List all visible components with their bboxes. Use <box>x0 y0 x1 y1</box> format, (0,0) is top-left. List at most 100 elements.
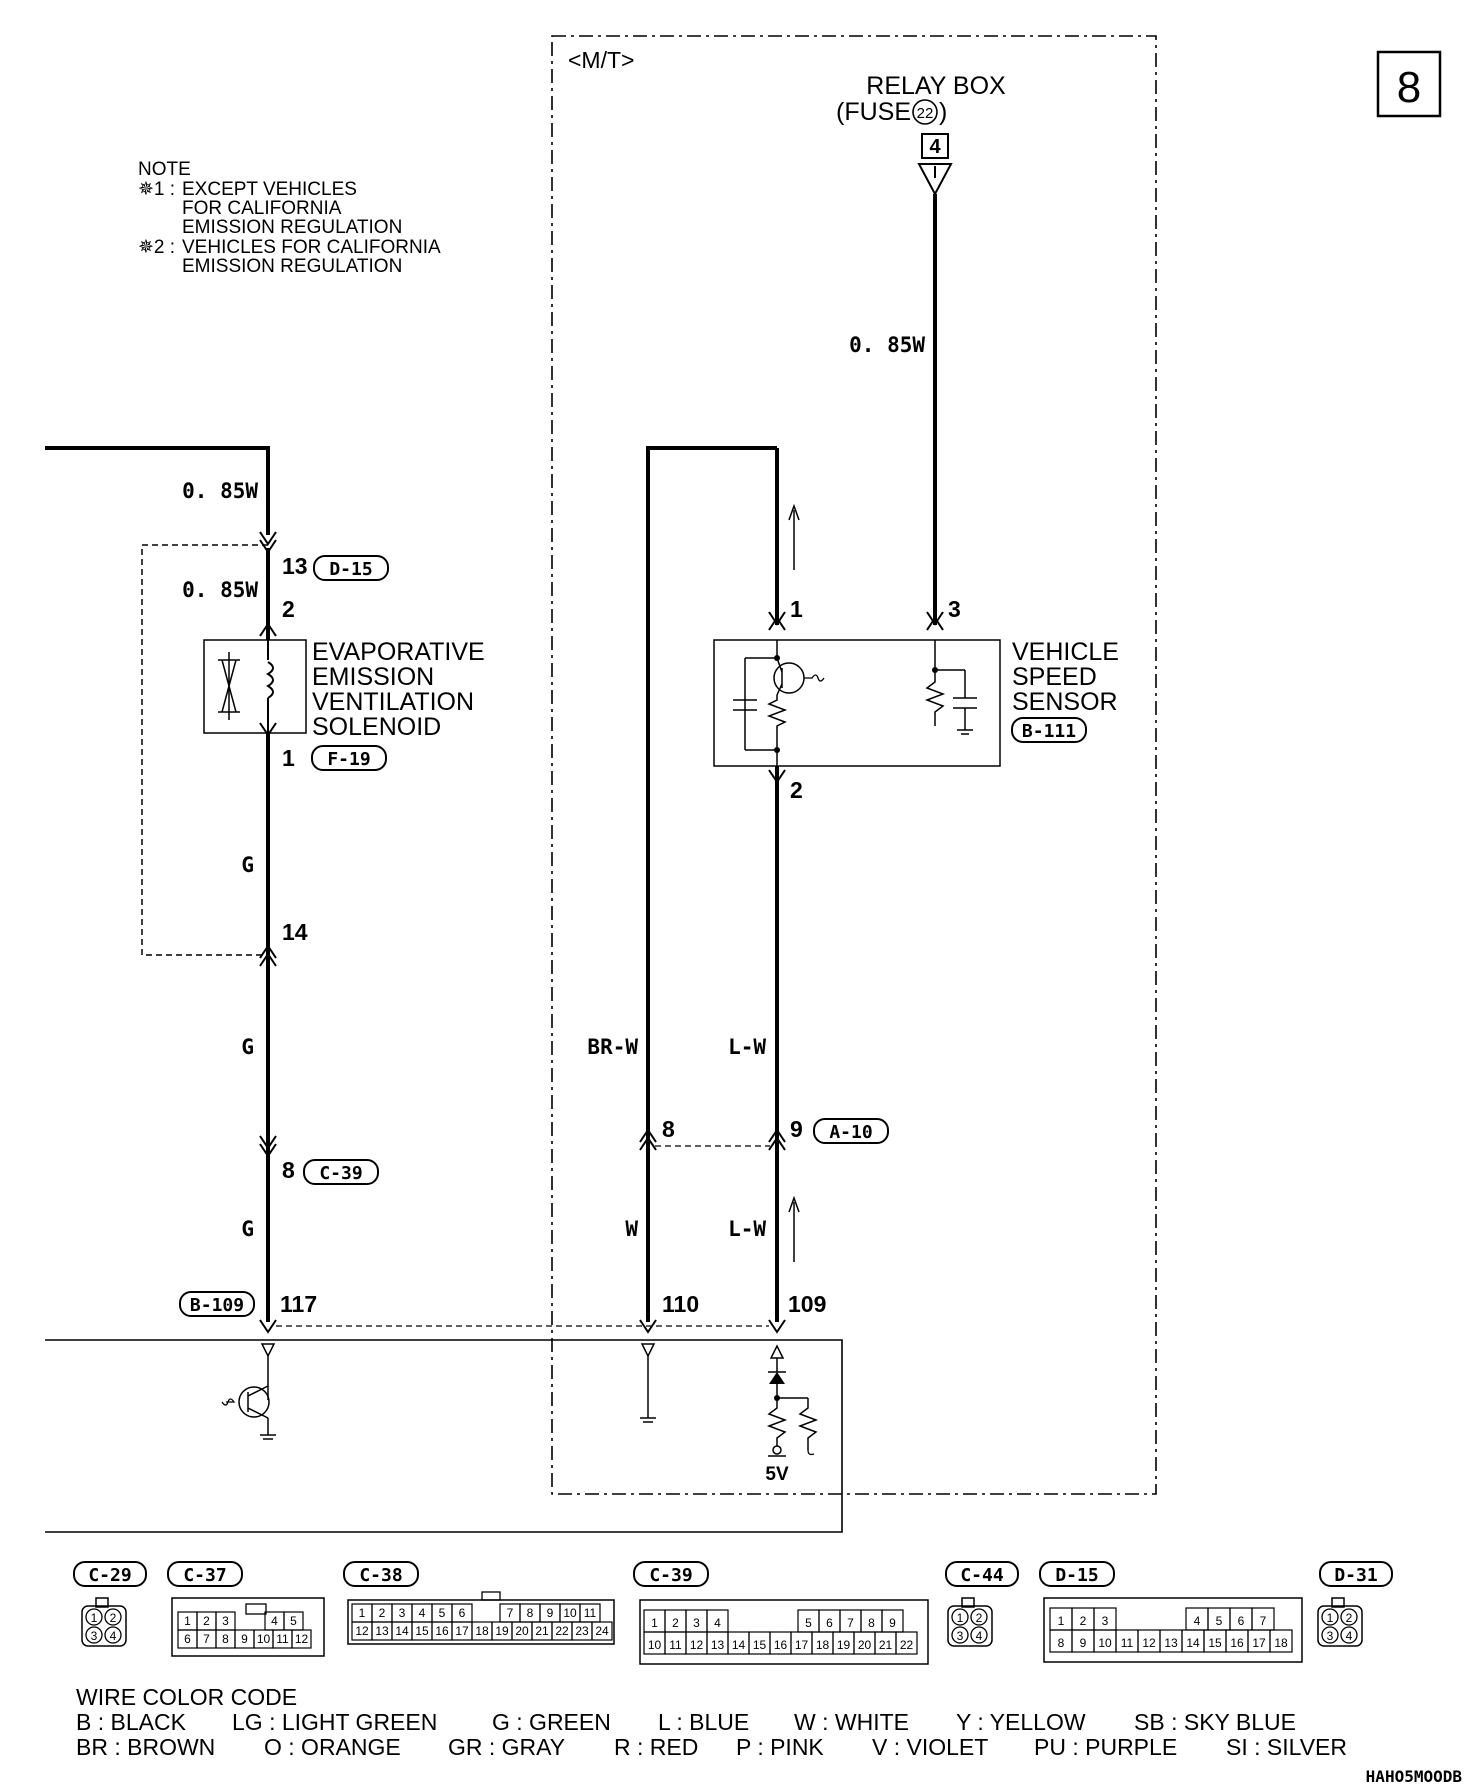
legend-item: V : VIOLET <box>872 1734 988 1760</box>
note-star1-mark: ✵1 : <box>138 179 175 200</box>
c39-pin: 1 <box>651 1616 658 1630</box>
c38-pin: 4 <box>419 1606 426 1620</box>
c38-pin: 23 <box>575 1624 589 1638</box>
page-number: 8 <box>1397 63 1421 112</box>
c39-pin: 17 <box>795 1638 809 1652</box>
c39-connector-badge <box>303 1159 379 1185</box>
legend-item: PU : PURPLE <box>1034 1734 1177 1760</box>
c38-pin: 15 <box>415 1624 429 1638</box>
c37-pin: 8 <box>222 1632 229 1646</box>
solenoid-pin-2: 2 <box>282 596 295 622</box>
c39-pin: 19 <box>837 1638 851 1652</box>
c39-pin: 11 <box>669 1638 682 1652</box>
relay-pin-box <box>921 133 949 159</box>
d15-pin: 8 <box>1058 1636 1065 1650</box>
solenoid-label-3: VENTILATION <box>312 688 474 716</box>
d31-pin: 1 <box>1327 1611 1334 1625</box>
c29-pin: 1 <box>91 1611 98 1625</box>
c38-pin: 6 <box>459 1606 466 1620</box>
left-g3-label: G <box>241 1217 254 1241</box>
c38-pin: 14 <box>395 1624 409 1638</box>
solenoid-pin-1: 1 <box>282 745 295 771</box>
c37-pin: 10 <box>257 1632 271 1646</box>
document-code: HAHO5MOODB <box>1366 1767 1463 1786</box>
c37-label: C-37 <box>183 1565 226 1586</box>
c39-pin: 4 <box>714 1616 721 1630</box>
relay-wire-label: 0. 85W <box>849 333 925 357</box>
c38-pin-cell <box>591 1621 613 1641</box>
c39-pin: 13 <box>711 1638 725 1652</box>
c29-pin: 4 <box>110 1629 117 1643</box>
vss-label-3: SENSOR <box>1012 688 1118 716</box>
lw-wire: 1 2 L-W 9 A-10 L-W <box>728 448 889 1322</box>
c39-pin: 15 <box>753 1638 767 1652</box>
note-star1-line1: EXCEPT VEHICLES <box>182 179 357 200</box>
c37-pin: 2 <box>203 1614 210 1628</box>
c38-pin: 22 <box>555 1624 569 1638</box>
c39-pin: 18 <box>816 1638 830 1652</box>
note-star1-line2: FOR CALIFORNIA <box>182 198 342 219</box>
d15-view-label: D-15 <box>1055 1565 1098 1586</box>
connector-c29: C-29 1 2 3 4 <box>73 1561 147 1647</box>
note-star1-line3: EMISSION REGULATION <box>182 217 402 238</box>
vss-pin-3: 3 <box>948 596 961 622</box>
f19-connector-label: F-19 <box>327 749 370 770</box>
legend-title: WIRE COLOR CODE <box>76 1684 297 1710</box>
d15-pin: 6 <box>1238 1614 1245 1628</box>
vss-label-1: VEHICLE <box>1012 638 1119 666</box>
mt-label: <M/T> <box>568 47 634 73</box>
d15-pin: 18 <box>1274 1636 1288 1650</box>
c39-pin: 20 <box>858 1638 872 1652</box>
wire-color-legend: WIRE COLOR CODE B : BLACK LG : LIGHT GRE… <box>76 1684 1347 1760</box>
legend-item: P : PINK <box>736 1734 824 1760</box>
c38-pin: 12 <box>355 1624 369 1638</box>
relay-box-label: RELAY BOX <box>866 72 1006 100</box>
d15-connector-label: D-15 <box>329 559 372 580</box>
legend-item: W : WHITE <box>794 1709 909 1735</box>
ecu-pin-117: 117 <box>280 1291 317 1317</box>
d15-pin: 4 <box>1194 1614 1201 1628</box>
c38-pin: 18 <box>475 1624 489 1638</box>
left-g1-label: G <box>241 853 254 877</box>
c38-pin: 1 <box>359 1606 366 1620</box>
c39-pin: 5 <box>805 1616 812 1630</box>
note-block: NOTE ✵1 : EXCEPT VEHICLES FOR CALIFORNIA… <box>138 159 441 277</box>
page-number-box: 8 <box>1376 50 1442 118</box>
c39-pin: 12 <box>690 1638 704 1652</box>
c39-pin: 2 <box>672 1616 679 1630</box>
solenoid-label-4: SOLENOID <box>312 713 441 741</box>
c37-pin-cell <box>291 1629 312 1649</box>
c44-pin: 2 <box>976 1611 983 1625</box>
c29-pin: 2 <box>110 1611 117 1625</box>
relay-box: RELAY BOX (FUSE 22 ) 4 <box>836 72 1006 197</box>
c38-pin: 20 <box>515 1624 529 1638</box>
d15-pin: 11 <box>1121 1636 1134 1650</box>
left-g2-label: G <box>241 1035 254 1059</box>
a10-pin-9: 9 <box>790 1116 803 1142</box>
c37-pin: 5 <box>290 1614 297 1628</box>
c38-pin: 19 <box>495 1624 509 1638</box>
d31-pin: 3 <box>1327 1629 1334 1643</box>
a10-connector-label: A-10 <box>829 1122 872 1143</box>
c29-pin: 3 <box>91 1629 98 1643</box>
c37-pin: 11 <box>276 1632 289 1646</box>
d15-connector-badge <box>313 555 389 581</box>
pin-14: 14 <box>282 919 308 945</box>
c39-pin: 21 <box>879 1638 893 1652</box>
left-dashed-loop <box>141 544 268 956</box>
c38-pin: 8 <box>527 1606 534 1620</box>
c39-pin: 8 <box>868 1616 875 1630</box>
c38-pin: 2 <box>379 1606 386 1620</box>
legend-item: Y : YELLOW <box>956 1709 1086 1735</box>
brw-label: BR-W <box>587 1035 638 1059</box>
left-wire-top-label: 0. 85W <box>182 479 258 503</box>
d31-label: D-31 <box>1334 1565 1377 1586</box>
solenoid-label-1: EVAPORATIVE <box>312 638 485 666</box>
d15-pin: 12 <box>1142 1636 1156 1650</box>
c44-pin: 1 <box>957 1611 964 1625</box>
c44-pin: 3 <box>957 1629 964 1643</box>
